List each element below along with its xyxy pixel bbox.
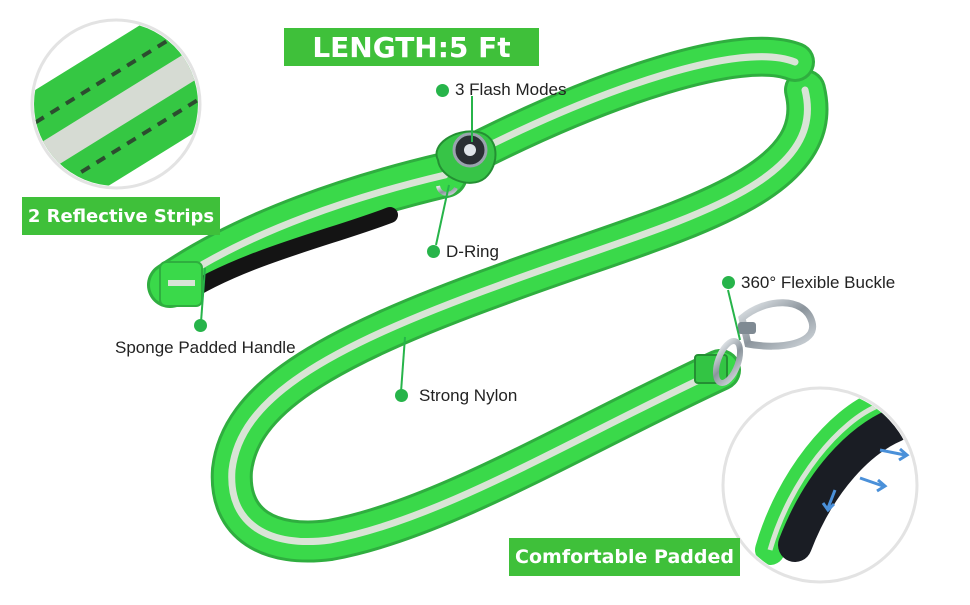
nylon-dot (395, 389, 408, 402)
length-banner: LENGTH:5 Ft (284, 28, 539, 66)
buckle (694, 299, 817, 386)
flash-dot (436, 84, 449, 97)
sponge-handle-label: Sponge Padded Handle (115, 338, 296, 357)
dring-dot (427, 245, 440, 258)
reflective-zoom (30, 18, 202, 190)
buckle-dot (722, 276, 735, 289)
strong-nylon-label: Strong Nylon (419, 386, 518, 405)
reflective-strips-badge: 2 Reflective Strips (22, 197, 220, 235)
handle-dot (194, 319, 207, 332)
sponge-handle (147, 152, 468, 308)
padded-zoom (721, 386, 919, 584)
d-ring-label: D-Ring (446, 242, 499, 261)
comfortable-padded-badge: Comfortable Padded (509, 538, 740, 576)
leash (210, 36, 829, 563)
flexible-buckle-label: 360° Flexible Buckle (741, 273, 896, 292)
leader-lines (200, 96, 741, 393)
flash-modes-label: 3 Flash Modes (455, 80, 567, 99)
flash-light (435, 130, 497, 184)
